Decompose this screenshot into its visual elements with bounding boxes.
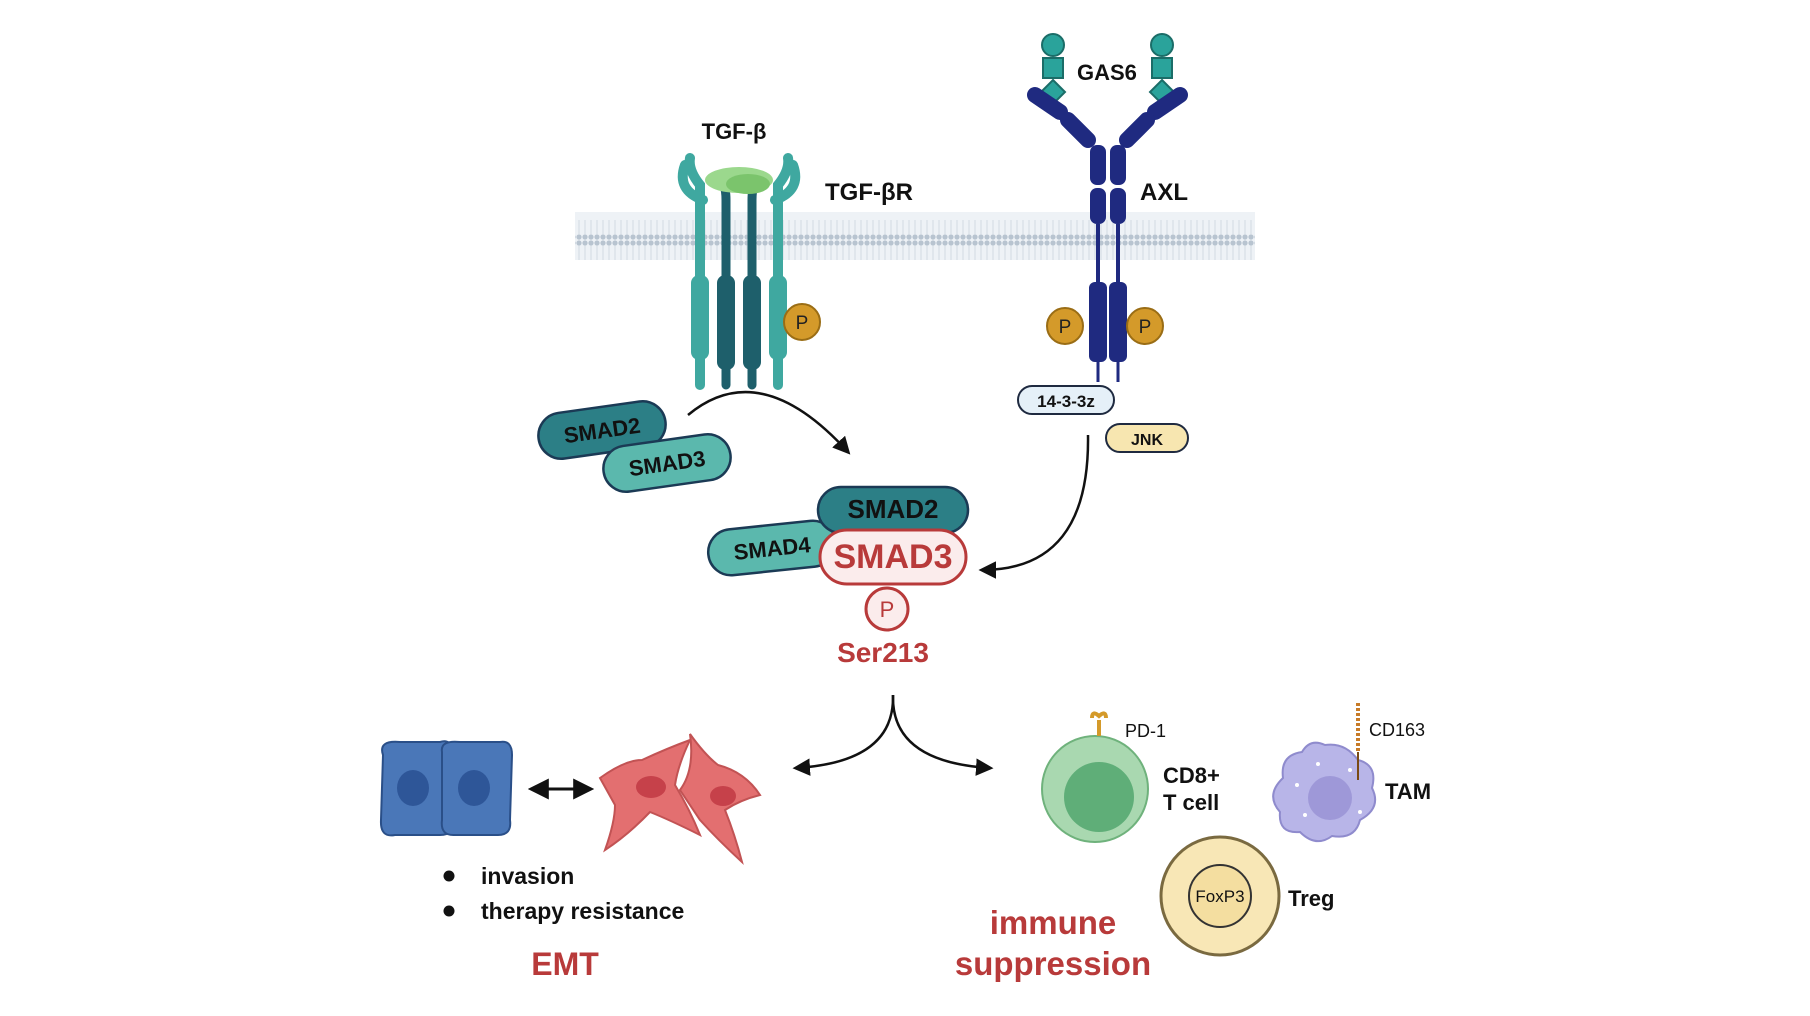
cell-membrane <box>575 212 1255 260</box>
tam-label: TAM <box>1385 779 1431 804</box>
jnk-label: JNK <box>1131 432 1163 449</box>
pd1-receptor-icon <box>1090 711 1108 719</box>
cd8-label-line2: T cell <box>1163 790 1219 815</box>
bullet-icon <box>443 905 455 917</box>
p14-3-3z-badge <box>1017 385 1115 415</box>
axl-receptor <box>1027 33 1188 382</box>
emt-bullet-invasion: invasion <box>481 863 574 889</box>
bullet-icon <box>443 870 455 882</box>
arrow-to-immune <box>891 694 994 776</box>
axl-label: AXL <box>1140 179 1188 206</box>
pd1-label: PD-1 <box>1125 721 1166 741</box>
phospho-label: P <box>1139 317 1152 338</box>
phospho-icon <box>1126 307 1164 345</box>
ser213-label: Ser213 <box>837 637 929 668</box>
epithelial-cells-icon <box>379 740 514 837</box>
cd8-label-line1: CD8+ <box>1163 763 1220 788</box>
smad3-complex-label: SMAD3 <box>833 538 952 576</box>
phospho-icon <box>1046 307 1084 345</box>
emt-title: EMT <box>531 946 599 982</box>
tgfb-ligand-label: TGF-β <box>702 119 767 144</box>
smad2-complex-label: SMAD2 <box>847 494 938 524</box>
gas6-icon <box>1041 33 1065 57</box>
complex-phospho-label: P <box>880 597 895 622</box>
gas6-label: GAS6 <box>1077 60 1137 85</box>
cd163-label: CD163 <box>1369 720 1425 740</box>
phospho-label: P <box>1059 317 1072 338</box>
jnk-badge <box>1105 423 1189 453</box>
tgfb-receptor-label: TGF-βR <box>825 179 913 206</box>
arrow-smad-activation <box>687 390 851 455</box>
phospho-icon <box>783 303 821 341</box>
smad3-free-pill <box>602 433 732 493</box>
tgfb-receptor <box>677 153 801 390</box>
mesenchymal-cells-icon <box>598 733 762 866</box>
arrow-to-emt <box>792 694 895 776</box>
smad3-complex-pill <box>818 528 968 586</box>
immune-title-line1: immune <box>990 904 1117 941</box>
p14-3-3z-label: 14-3-3z <box>1037 392 1095 411</box>
complex-phospho-icon <box>864 586 910 632</box>
emt-bullet-therapy-resistance: therapy resistance <box>481 898 684 924</box>
tam-cell-icon <box>1272 741 1376 843</box>
foxp3-label: FoxP3 <box>1195 887 1244 906</box>
arrow-jnk-to-smad3 <box>978 434 1090 579</box>
immune-title-line2: suppression <box>955 945 1151 982</box>
treg-label: Treg <box>1288 886 1334 911</box>
phospho-label: P <box>796 313 809 334</box>
